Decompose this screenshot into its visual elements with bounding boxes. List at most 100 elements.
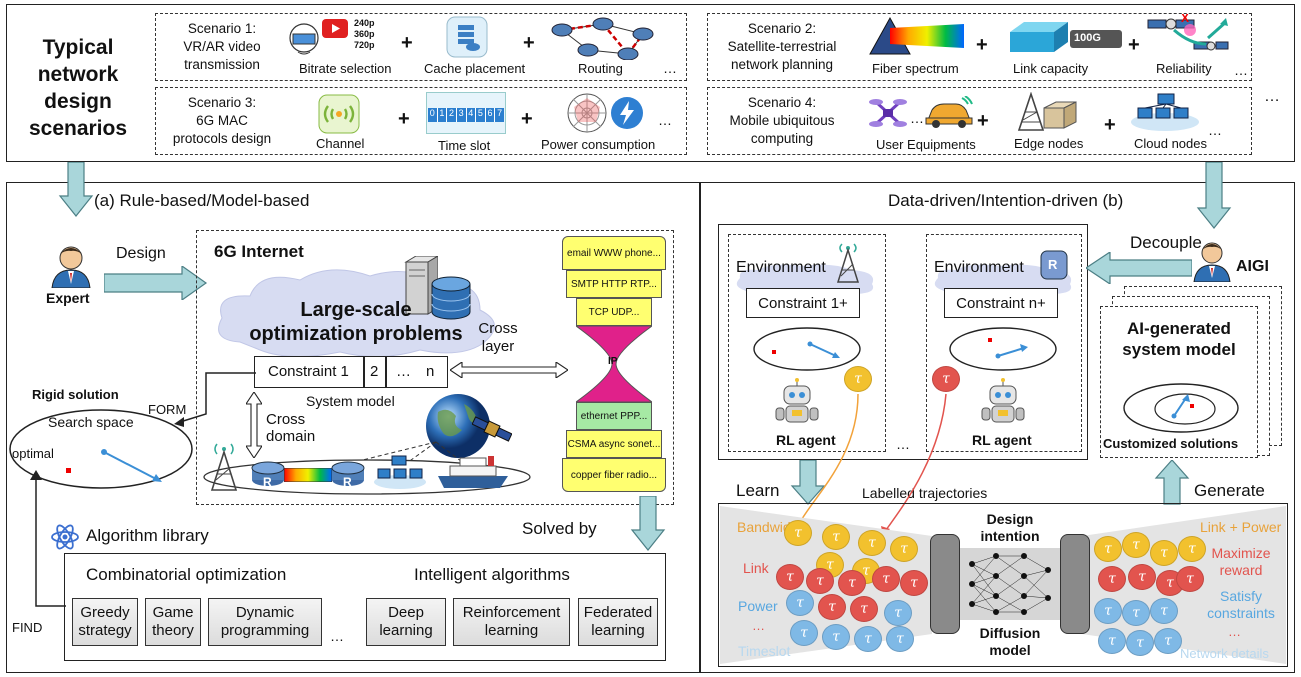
down-arrow-icon xyxy=(58,162,94,217)
constraint-1-plus: Constraint 1+ xyxy=(758,295,848,312)
federated-learning-button[interactable]: Federated learning xyxy=(578,598,658,646)
combinatorial-label: Combinatorial optimization xyxy=(86,565,287,584)
algorithm-library-box xyxy=(64,553,666,661)
cache-server-icon xyxy=(446,16,488,58)
left-panel xyxy=(6,182,700,673)
tau-token: τ xyxy=(1150,540,1178,566)
customized-solutions-label: Customized solutions xyxy=(1103,436,1239,451)
environment-n-label: Environment xyxy=(934,259,1024,276)
scenario-2-title: Scenario 2: Satellite-terrestrial networ… xyxy=(727,21,837,72)
search-space-ellipse xyxy=(9,409,193,489)
constraint-n-plus: Constraint n+ xyxy=(956,295,1046,312)
design-label: Design xyxy=(116,245,166,262)
expert-label: Expert xyxy=(46,290,90,306)
vr-headset-icon xyxy=(289,23,319,55)
cloud-nodes-icon xyxy=(374,455,426,489)
router-icon xyxy=(331,461,365,486)
tau-token: τ xyxy=(1122,532,1150,558)
power-label: Power xyxy=(738,598,778,614)
form-connector xyxy=(174,372,256,427)
lightning-icon xyxy=(611,97,643,129)
tau-token: τ xyxy=(890,536,918,562)
system-model-label: System model xyxy=(306,393,395,409)
trajectory-token: τ xyxy=(844,366,872,392)
algo-ellipsis: … xyxy=(330,628,344,644)
channel-label: Channel xyxy=(316,136,365,151)
6g-internet-title: 6G Internet xyxy=(214,242,304,261)
game-theory-button[interactable]: Game theory xyxy=(145,598,201,646)
learn-arrow xyxy=(790,460,826,505)
constraint-divider xyxy=(363,356,365,388)
left-ellipsis: … xyxy=(752,618,765,633)
tau-token: τ xyxy=(822,624,850,650)
deep-learning-button[interactable]: Deep learning xyxy=(366,598,446,646)
aigen-title: AI-generated system model xyxy=(1122,319,1236,359)
tau-token: τ xyxy=(1176,566,1204,592)
encoder-block xyxy=(930,534,960,634)
layer-transport: TCP UDP... xyxy=(576,298,652,326)
edge-nodes-label: Edge nodes xyxy=(1014,136,1084,151)
decoder-block xyxy=(1060,534,1090,634)
cache-placement-label: Cache placement xyxy=(424,61,526,76)
power-consumption-label: Power consumption xyxy=(541,137,656,152)
tau-token: τ xyxy=(872,566,900,592)
diffusion-model-label: Diffusion model xyxy=(979,625,1041,658)
tau-token: τ xyxy=(900,570,928,596)
timeslot-bar: 0 1 2 3 4 5 6 7 xyxy=(428,108,504,122)
ellipsis: … xyxy=(658,112,672,128)
fiber-spectrum-icon xyxy=(869,16,964,55)
labelled-trajectories-label: Labelled trajectories xyxy=(862,485,988,501)
cross-domain-arrow xyxy=(246,392,262,458)
globe-icon xyxy=(426,394,490,458)
radar-icon xyxy=(567,93,607,133)
env-ellipsis: … xyxy=(896,436,910,452)
greedy-strategy-button[interactable]: Greedy strategy xyxy=(72,598,138,646)
tau-token: τ xyxy=(884,600,912,626)
neural-net-icon xyxy=(969,553,1051,615)
rl-agent-n-label: RL agent xyxy=(972,432,1032,448)
rl-agent-1-label: RL agent xyxy=(776,432,836,448)
tau-token: τ xyxy=(790,620,818,646)
design-intention-label: Design intention xyxy=(980,511,1040,544)
plus-sign: + xyxy=(1104,114,1116,136)
routing-label: Routing xyxy=(578,61,623,76)
right-ellipsis: … xyxy=(1228,624,1241,639)
reinforcement-learning-button[interactable]: Reinforcement learning xyxy=(453,598,570,646)
scenario-4-box xyxy=(707,87,1252,155)
scenario-4-title: Scenario 4: Mobile ubiquitous computing xyxy=(729,95,835,146)
maximize-reward-label: Maximize reward xyxy=(1211,545,1271,578)
timeslot-label: Timeslot xyxy=(738,643,791,659)
tau-token: τ xyxy=(1126,630,1154,656)
plus-sign: + xyxy=(977,110,989,132)
generate-label: Generate xyxy=(1194,481,1265,500)
rigid-solution-label: Rigid solution xyxy=(32,387,119,402)
ellipsis: … xyxy=(1234,62,1248,78)
network-details-label: Network details xyxy=(1180,646,1269,661)
find-connector xyxy=(30,470,66,607)
dynamic-programming-button[interactable]: Dynamic programming xyxy=(208,598,322,646)
switch-icon xyxy=(1010,22,1068,52)
router-network-icon xyxy=(551,17,654,60)
slot-cell: 2 xyxy=(447,108,457,122)
env-n-space xyxy=(949,327,1057,371)
data-driven-heading: Data-driven/Intention-driven (b) xyxy=(888,191,1124,210)
ip-waist xyxy=(576,326,652,402)
slot-cell: 1 xyxy=(437,108,448,122)
satisfy-constraints-label: Satisfy constraints xyxy=(1207,588,1275,621)
trajectory-token: τ xyxy=(932,366,960,392)
solved-by-label: Solved by xyxy=(522,519,597,538)
resolution-240p: 240p xyxy=(354,18,375,28)
plus-sign: + xyxy=(401,32,413,54)
cross-domain-label: Cross domain xyxy=(266,411,316,445)
environment-1-box xyxy=(728,234,886,452)
ellipsis: … xyxy=(910,110,924,126)
search-space-label: Search space xyxy=(48,414,134,430)
environment-container xyxy=(718,224,1088,460)
cross-layer-arrow xyxy=(450,362,568,378)
router-icon xyxy=(251,461,285,486)
layer-physical: copper fiber radio... xyxy=(562,458,666,492)
constraint-1-plus-box xyxy=(746,288,860,318)
aigi-label: AIGI xyxy=(1236,258,1269,275)
fiber-spectrum-icon xyxy=(284,468,332,482)
capacity-badge xyxy=(1070,30,1122,48)
